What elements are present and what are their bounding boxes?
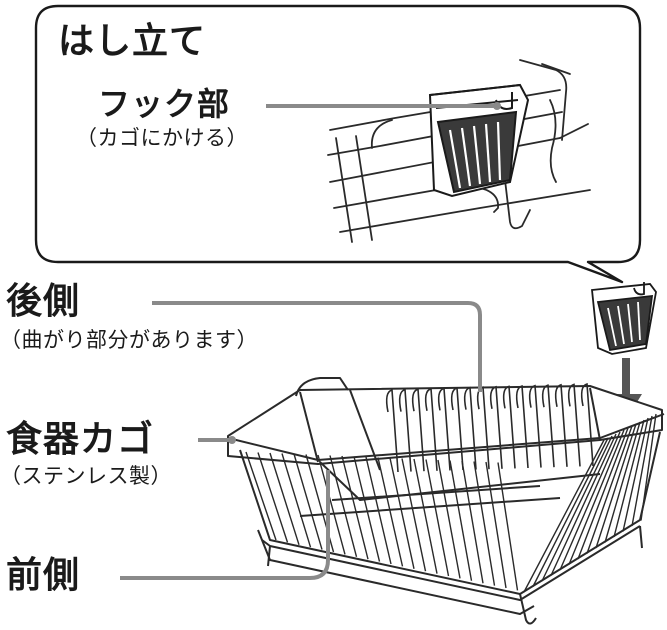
basket-dish-slats bbox=[385, 382, 594, 473]
hook-leader-dot bbox=[493, 102, 501, 110]
basket-side-wires bbox=[245, 413, 657, 593]
bubble-title: はし立て bbox=[58, 21, 207, 62]
basket-note: （ステンレス製） bbox=[0, 464, 172, 488]
back-note: （曲がり部分があります） bbox=[0, 328, 258, 352]
back-leader-line bbox=[152, 301, 482, 392]
basket-leader-dot bbox=[228, 436, 236, 444]
hook-label: フック部 bbox=[98, 85, 231, 123]
front-leader-line bbox=[120, 470, 330, 580]
callout-bubble bbox=[34, 4, 642, 284]
dish-basket-drawing bbox=[227, 377, 665, 625]
chopstick-holder-large bbox=[428, 83, 530, 198]
hook-note: （カゴにかける） bbox=[76, 126, 248, 150]
back-label: 後側 bbox=[6, 281, 81, 322]
front-label: 前側 bbox=[6, 555, 81, 596]
chopstick-holder-small bbox=[591, 282, 657, 355]
basket-label: 食器カゴ bbox=[6, 419, 155, 460]
